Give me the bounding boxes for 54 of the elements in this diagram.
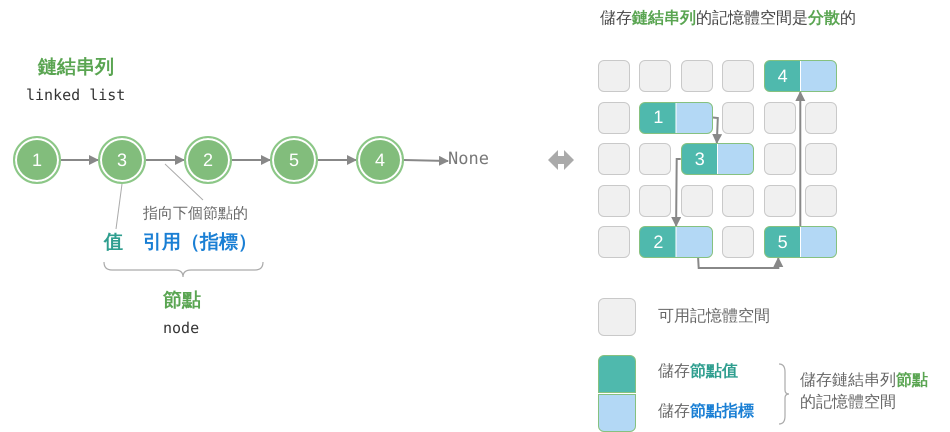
memory-cell <box>722 60 754 92</box>
arrow <box>404 156 449 166</box>
memory-cell <box>764 143 796 175</box>
memory-cell <box>598 143 630 175</box>
list-node-circle: 3 <box>98 136 146 184</box>
legend-label: 儲存節點值 <box>658 362 738 382</box>
null-label: None <box>448 149 498 173</box>
arrow <box>795 91 806 226</box>
reference-label: 引用（指標） <box>143 231 257 255</box>
arrow <box>671 158 682 227</box>
memory-cell <box>764 102 796 134</box>
memory-cell <box>598 102 630 134</box>
arrow <box>232 155 271 165</box>
memory-cell <box>805 143 837 175</box>
memory-cell <box>598 226 630 258</box>
arrow <box>146 155 185 165</box>
legend-label: 儲存節點指標 <box>658 402 754 422</box>
list-node-circle: 2 <box>184 136 232 184</box>
arrow <box>712 116 722 144</box>
note-text: 儲存鏈結串列節點的記憶體空間 <box>800 370 929 413</box>
memory-cell <box>680 184 713 216</box>
heading: 儲存鏈結串列的記憶體空間是分散的 <box>600 8 856 29</box>
memory-block: 4 <box>764 60 837 92</box>
memory-cell <box>805 184 837 216</box>
caption-text: node <box>163 318 200 338</box>
memory-cell <box>722 226 754 258</box>
leader-line <box>164 164 204 200</box>
memory-cell <box>680 60 713 92</box>
memory-cell <box>598 184 630 216</box>
memory-block: 5 <box>764 226 837 258</box>
list-node-circle: 1 <box>13 136 61 184</box>
memory-cell <box>764 184 796 216</box>
heading: 鏈結串列 <box>38 56 114 80</box>
annotation-text: 指向下個節點的 <box>143 204 248 223</box>
leader-line <box>116 184 122 230</box>
memory-block: 1 <box>639 102 713 134</box>
memory-cell <box>722 102 754 134</box>
memory-cell <box>598 60 630 92</box>
memory-cell <box>639 184 672 216</box>
legend-label: 可用記憶體空間 <box>658 306 770 327</box>
heading: 節點 <box>163 289 201 313</box>
memory-cell <box>639 60 672 92</box>
list-node-circle: 4 <box>356 136 404 184</box>
memory-block: 3 <box>680 143 754 175</box>
memory-cell <box>639 143 672 175</box>
value-label: 值 <box>104 229 128 255</box>
arrow <box>61 155 99 165</box>
caption-text: linked list <box>26 85 126 106</box>
memory-block: 2 <box>639 226 713 258</box>
memory-cell <box>722 184 754 216</box>
arrow <box>697 257 784 269</box>
memory-cell <box>805 102 837 134</box>
list-node-circle: 5 <box>270 136 318 184</box>
arrow <box>318 155 357 165</box>
